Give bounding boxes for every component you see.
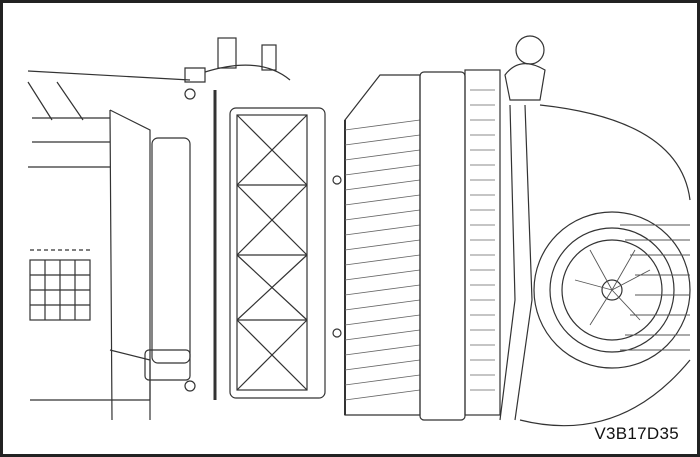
evaporator-core [344, 69, 501, 421]
hvac-assembly-illustration [27, 35, 691, 427]
filter-frame [144, 37, 342, 400]
coolant-pipe [499, 35, 546, 421]
figure-code-label: V3B17D35 [594, 424, 679, 443]
housing-left [27, 70, 191, 421]
blower-motor-fan [519, 104, 691, 427]
